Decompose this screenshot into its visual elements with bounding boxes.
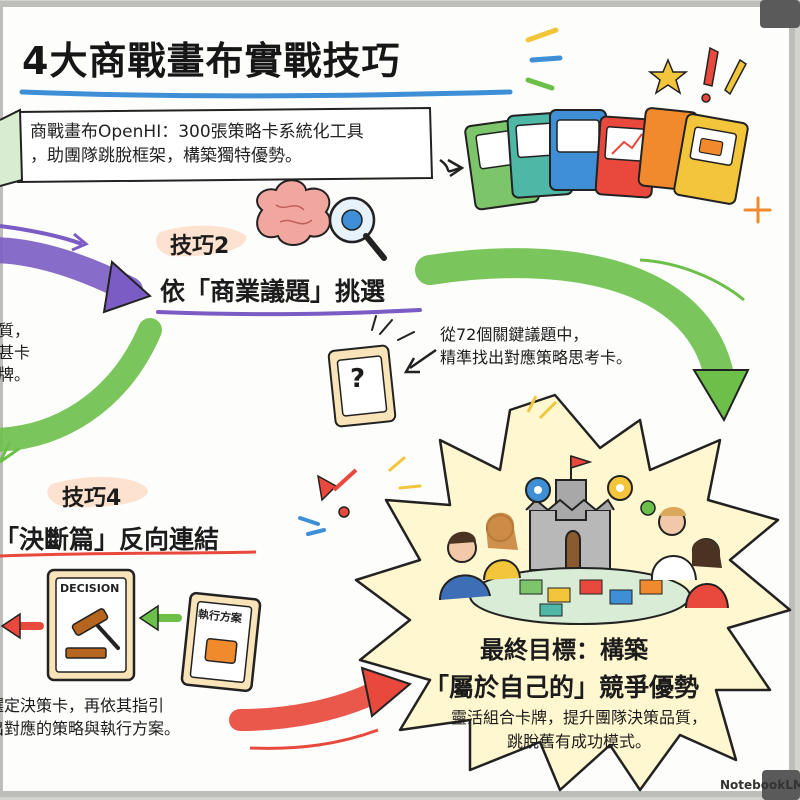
- tip2-description: 從72個關鍵議題中， 精準找出對應策略思考卡。: [440, 323, 632, 369]
- tip4-description: 選定決策卡，再依其指引 出對應的策略與執行方案。: [0, 694, 180, 740]
- decision-card-label: DECISION: [60, 582, 120, 595]
- goal-desc-line-1: 靈活組合卡牌，提升團隊決策品質，: [450, 708, 707, 727]
- intro-line-2: ，助團隊跳脫框架，構築獨特優勢。: [30, 146, 302, 166]
- goal-desc-line-2: 跳脫舊有成功模式。: [506, 732, 651, 751]
- goal-description: 靈活組合卡牌，提升團隊決策品質， 跳脫舊有成功模式。: [424, 706, 734, 754]
- tip4-label: 技巧4: [62, 486, 122, 511]
- pencil-icon: [0, 108, 24, 187]
- frame-corner: [760, 0, 800, 28]
- tip2-desc-line-1: 從72個關鍵議題中，: [440, 325, 589, 344]
- intro-text: 商戰畫布OpenHI：300張策略卡系統化工具 ，助團隊跳脫框架，構築獨特優勢。: [30, 120, 364, 168]
- title-accent-marks: [525, 27, 563, 91]
- red-arrow: [229, 679, 391, 731]
- goal-heading-line-2: 「屬於自己的」競爭優勢: [424, 673, 700, 702]
- intro-line-1: 商戰畫布OpenHI：300張策略卡系統化工具: [30, 122, 364, 142]
- tip2-heading: 依「商業議題」挑選: [160, 277, 386, 306]
- partial-left-line-2: 甚卡牌。: [0, 343, 30, 384]
- tip4-heading: 「決斷篇」反向連結: [0, 525, 220, 554]
- star-icon: [647, 58, 689, 95]
- tip4-desc-line-2: 出對應的策略與執行方案。: [0, 719, 181, 738]
- tip4-desc-line-1: 選定決策卡，再依其指引: [0, 696, 165, 715]
- exclamation-icon: [701, 46, 747, 103]
- tip2-desc-line-2: 精準找出對應策略思考卡。: [440, 348, 633, 367]
- intro-arrow: [439, 158, 461, 173]
- brain-magnifier-icon: [256, 179, 387, 261]
- title-underline: [19, 89, 513, 99]
- green-arrow-right: [415, 248, 735, 395]
- question-mark: ?: [350, 364, 366, 394]
- strategy-cards-icon: [464, 107, 749, 211]
- execution-plan-card-icon: [180, 591, 262, 693]
- partial-left-text: 之質， 甚卡牌。: [0, 320, 30, 386]
- decision-card-icon: [46, 568, 136, 682]
- castle-team-illustration: [439, 454, 729, 625]
- warning-marks-icon: [298, 456, 422, 536]
- watermark-label: NotebookLM: [720, 778, 800, 792]
- partial-left-line-1: 之質，: [0, 321, 30, 340]
- question-card-icon: [327, 344, 397, 428]
- green-arrow-left: [0, 318, 162, 452]
- page-title: 4大商戰畫布實戰技巧: [22, 39, 401, 83]
- tip2-label: 技巧2: [170, 234, 230, 259]
- goal-heading-line-1: 最終目標：構築: [480, 636, 648, 664]
